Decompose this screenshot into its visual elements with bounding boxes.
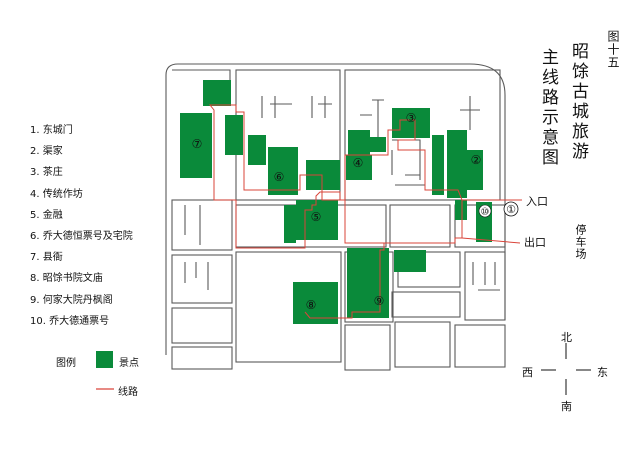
spot-list-item: 10. 乔大德通票号	[30, 315, 110, 327]
spot-number-2: ②	[471, 153, 482, 167]
legend-spot-swatch	[96, 351, 113, 368]
spot-list-item: 8. 昭馀书院文庙	[30, 273, 103, 285]
spot-number-4: ④	[353, 156, 364, 170]
map-title: 昭馀古城旅游	[568, 42, 588, 162]
compass-arrows	[541, 343, 591, 395]
spot-number-10: ⑩	[481, 207, 490, 218]
figure-number: 图十五	[606, 30, 620, 69]
spot-list-item: 1. 东城门	[30, 125, 73, 136]
compass-north: 北	[561, 331, 572, 344]
spot-list: 1. 东城门 2. 渠家 3. 茶庄 4. 传统作坊 5. 金融 6. 乔大德恒…	[30, 125, 133, 337]
legend-route-label: 线路	[118, 387, 138, 398]
route-path	[208, 104, 522, 249]
spot-list-item: 7. 县衙	[30, 252, 63, 264]
exit-label: 出口	[524, 235, 546, 249]
spot-areas	[180, 80, 492, 324]
route-exit	[304, 243, 385, 319]
compass-east: 东	[597, 366, 608, 379]
compass-west: 西	[522, 366, 533, 379]
legend-title: 图例	[56, 358, 76, 369]
parking-label: 停车场	[574, 224, 587, 260]
spot-list-item: 4. 传统作坊	[30, 188, 83, 200]
spot-number-1: ①	[506, 203, 516, 216]
compass-south: 南	[561, 400, 572, 413]
spot-marker-1	[503, 201, 519, 217]
route-exit-line	[461, 237, 521, 244]
spot-number-6: ⑥	[274, 170, 285, 184]
legend-spot-label: 景点	[119, 358, 139, 369]
map-subtitle: 主线路示意图	[538, 48, 558, 168]
spot-number-8: ⑧	[306, 298, 317, 312]
spot-list-item: 6. 乔大德恒票号及宅院	[30, 230, 133, 242]
spot-marker-10	[478, 204, 492, 218]
spot-number-9: ⑨	[374, 294, 385, 308]
entrance-label: 入口	[526, 195, 548, 208]
spot-number-3: ③	[406, 111, 417, 125]
spot-list-item: 5. 金融	[30, 209, 63, 221]
spot-list-item: 9. 何家大院丹枫阁	[30, 294, 113, 306]
spot-number-7: ⑦	[192, 137, 203, 151]
spot-list-item: 2. 渠家	[30, 146, 63, 158]
spot-number-5: ⑤	[311, 210, 322, 224]
spot-list-item: 3. 茶庄	[30, 167, 63, 179]
